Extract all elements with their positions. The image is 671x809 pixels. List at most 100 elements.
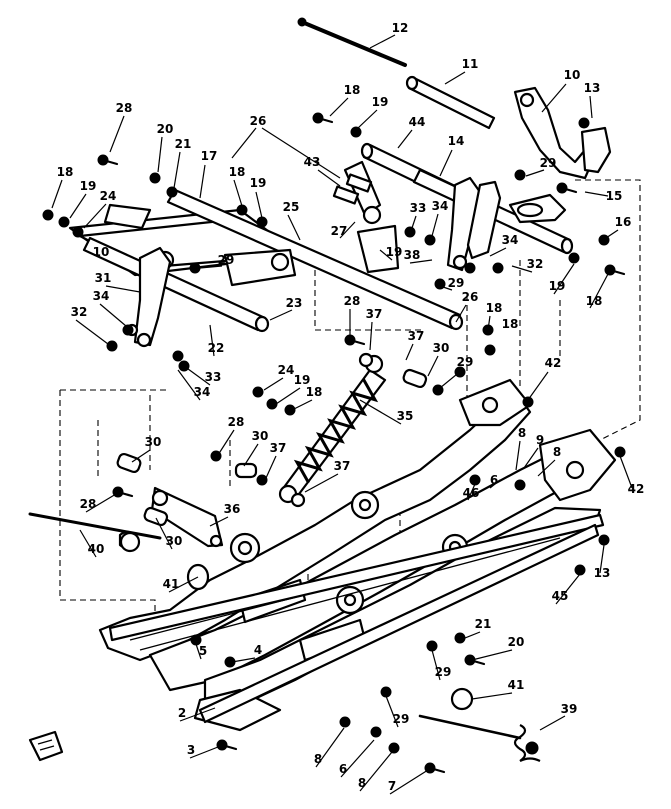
leader-line [83, 203, 107, 229]
leader-line [217, 429, 235, 456]
callout-18: 18 [344, 83, 361, 97]
leader-line [369, 321, 373, 351]
nut-41 [574, 564, 586, 576]
nut-16 [492, 262, 504, 274]
leader-line [455, 304, 467, 323]
nut-30 [266, 398, 278, 410]
bolt-52 [216, 739, 238, 751]
callout-8: 8 [358, 776, 366, 790]
callout-43: 43 [304, 155, 321, 169]
leader-line [389, 769, 429, 795]
linkage-27 [332, 160, 400, 274]
bolt-51 [424, 762, 446, 774]
arm-36 [150, 486, 224, 548]
callout-10: 10 [93, 245, 110, 259]
nut-10 [58, 216, 70, 228]
callout-13: 13 [584, 81, 601, 95]
leader-line [431, 649, 441, 681]
spring-39 [418, 714, 541, 762]
nut-15 [464, 262, 476, 274]
leader-line [243, 443, 259, 467]
nut-6 [166, 186, 178, 198]
leader-line [261, 127, 341, 179]
rod-12 [297, 17, 407, 67]
leader-line [157, 136, 163, 173]
callout-29: 29 [540, 156, 557, 170]
callout-8: 8 [314, 752, 322, 766]
leader-line [315, 727, 345, 768]
leader-line [340, 739, 375, 778]
leader-line [85, 493, 117, 513]
callout-11: 11 [462, 57, 479, 71]
nut-1 [350, 126, 362, 138]
callout-18: 18 [306, 385, 323, 399]
callout-30: 30 [252, 429, 269, 443]
leader-line [439, 369, 463, 389]
callout-7: 7 [388, 779, 396, 793]
leader-line [619, 455, 633, 489]
nut-48 [339, 716, 351, 728]
callout-41: 41 [508, 678, 525, 692]
leader-line [51, 179, 63, 209]
nut-38 [614, 446, 626, 458]
leader-line [269, 309, 293, 321]
leader-line [397, 129, 413, 149]
leader-line [471, 692, 513, 700]
leader-line [489, 247, 507, 257]
front-mark-tag [28, 730, 64, 762]
callout-28: 28 [344, 294, 361, 308]
leader-line [431, 213, 439, 237]
nut-7 [236, 204, 248, 216]
callout-15: 15 [606, 189, 623, 203]
leader-line [265, 455, 277, 479]
leader-line [177, 369, 201, 401]
nut-35 [256, 474, 268, 486]
leader-line [69, 193, 87, 219]
leader-line [357, 109, 378, 129]
callout-5: 5 [199, 644, 207, 658]
callout-13: 13 [594, 566, 611, 580]
leader-line [427, 355, 439, 377]
leader-line [105, 285, 141, 293]
callout-28: 28 [228, 415, 245, 429]
leader-line [255, 191, 263, 219]
callout-22: 22 [208, 341, 225, 355]
callout-26: 26 [250, 114, 267, 128]
nut-33 [522, 396, 534, 408]
nut-49 [370, 726, 382, 738]
callout-42: 42 [628, 482, 645, 496]
callout-14: 14 [448, 134, 465, 148]
nut-11 [72, 226, 84, 238]
callout-27: 27 [331, 224, 348, 238]
nut-36 [469, 474, 481, 486]
leader-line [405, 343, 414, 361]
nut-5 [149, 172, 161, 184]
callout-20: 20 [157, 122, 174, 136]
leader-line [209, 324, 215, 357]
leader-line [489, 479, 501, 489]
leader-line [317, 169, 341, 187]
callout-41: 41 [163, 577, 180, 591]
callout-29: 29 [218, 253, 235, 267]
leader-line [439, 285, 453, 291]
leader-line [189, 746, 219, 759]
leader-line [179, 707, 216, 722]
nut-26 [484, 344, 496, 356]
leader-line [109, 115, 125, 153]
callout-28: 28 [80, 497, 97, 511]
leader-line [411, 215, 417, 229]
leader-line [199, 164, 206, 199]
leader-line [155, 517, 173, 550]
callout-10: 10 [564, 68, 581, 82]
callout-29: 29 [435, 665, 452, 679]
leader-line [605, 229, 619, 239]
leader-line [515, 440, 521, 471]
nut-18 [568, 252, 580, 264]
callout-35: 35 [397, 409, 414, 423]
bolt-4 [97, 154, 119, 166]
callout-37: 37 [408, 329, 425, 343]
leader-line [537, 459, 556, 477]
